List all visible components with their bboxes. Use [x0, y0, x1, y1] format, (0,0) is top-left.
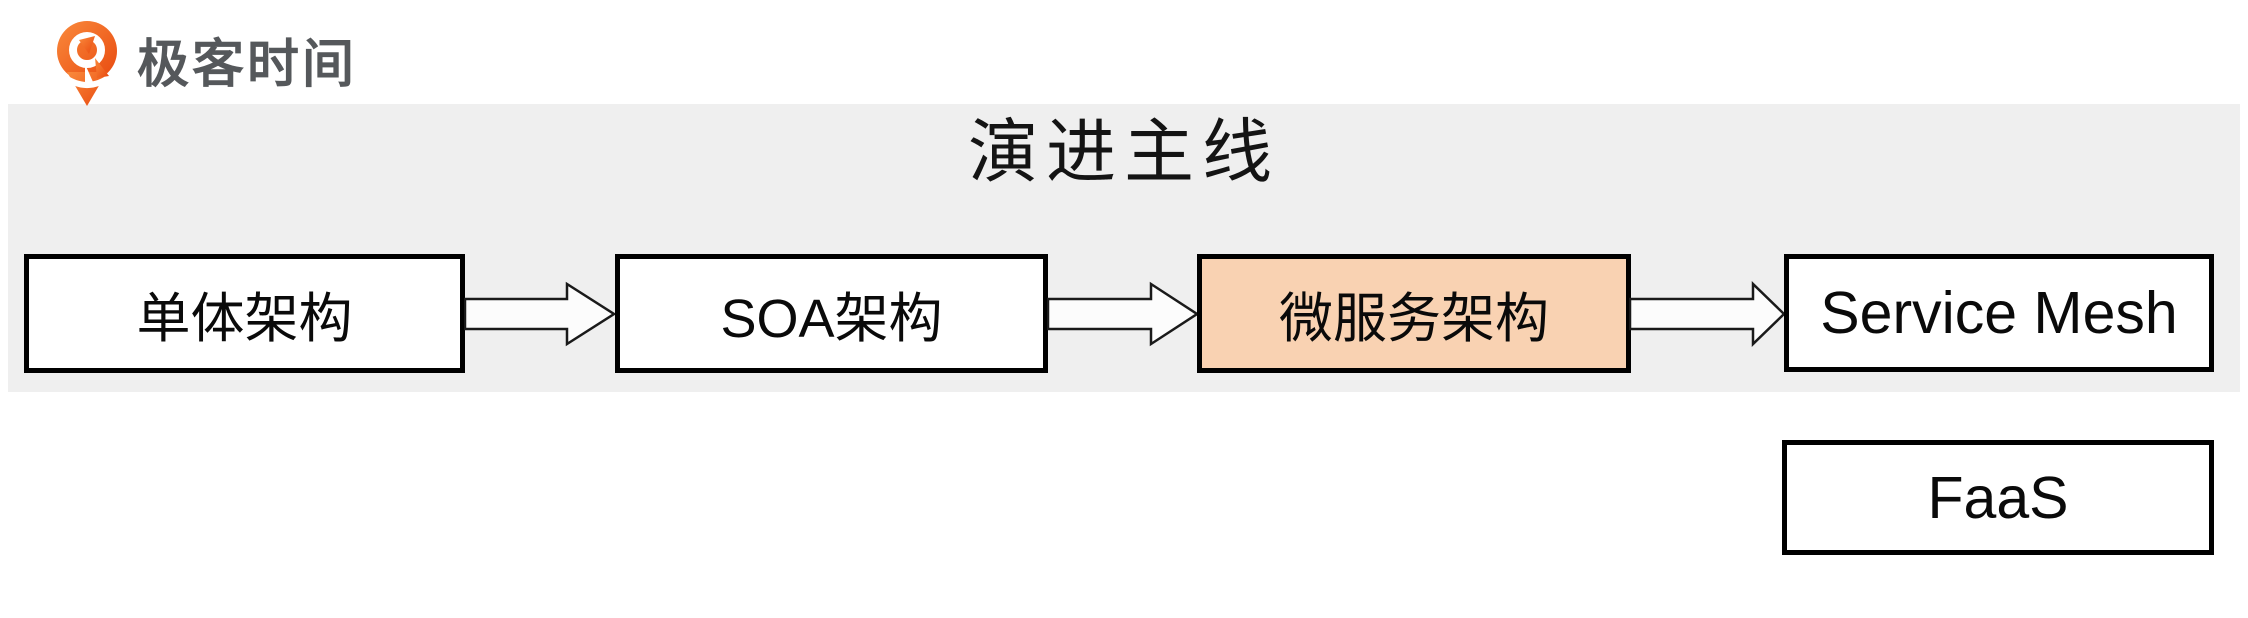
flow-arrow-2	[1047, 281, 1199, 347]
flow-box-microservice-label: 微服务架构	[1279, 289, 1549, 349]
geektime-logo: 极客时间	[55, 20, 357, 110]
geektime-logo-icon	[57, 21, 117, 106]
flow-arrow-1	[464, 281, 616, 347]
flow-arrow-3	[1629, 281, 1786, 347]
flow-box-microservice: 微服务架构	[1197, 254, 1631, 373]
flow-box-service-mesh: Service Mesh	[1784, 254, 2214, 372]
flow-box-soa-label: SOA架构	[720, 289, 943, 349]
flow-box-monolith: 单体架构	[24, 254, 465, 373]
flow-box-faas-label: FaaS	[1927, 464, 2069, 531]
diagram-title: 演进主线	[968, 111, 1280, 193]
flow-box-monolith-label: 单体架构	[136, 289, 353, 349]
flow-box-soa: SOA架构	[615, 254, 1048, 373]
flow-box-service-mesh-label: Service Mesh	[1820, 280, 2178, 346]
brand-text: 极客时间	[137, 36, 358, 94]
flow-box-faas: FaaS	[1782, 440, 2214, 555]
